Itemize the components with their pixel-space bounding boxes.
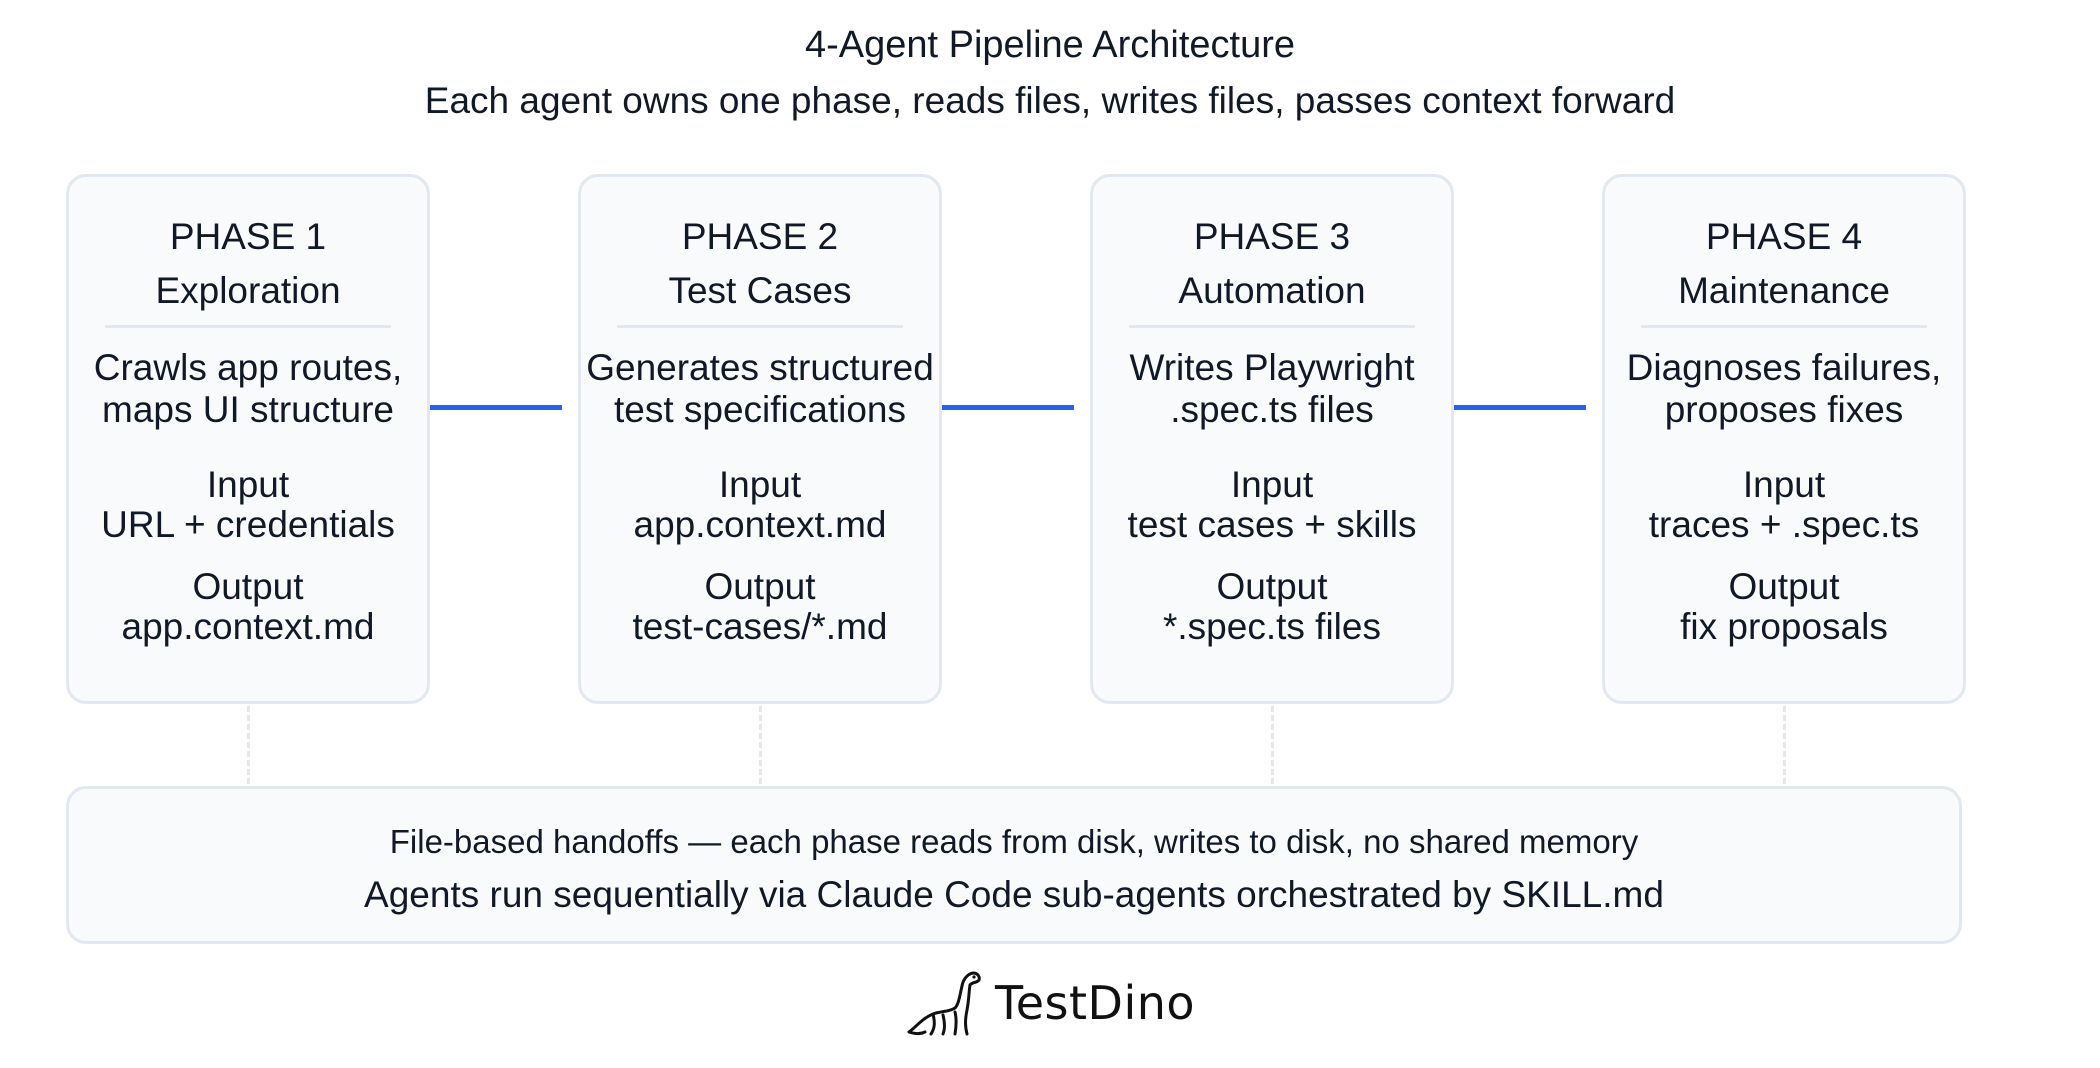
phase-label: PHASE 4	[1705, 216, 1863, 257]
phase-divider	[617, 325, 903, 328]
phase-name: Maintenance	[1678, 270, 1890, 311]
phase-description-line: Crawls app routes,	[93, 347, 403, 388]
input-value: traces + .spec.ts	[1648, 504, 1920, 545]
phase-card-1: PHASE 1 Exploration Crawls app routes, m…	[66, 174, 430, 704]
phase-description-line: Writes Playwright	[1129, 347, 1415, 388]
input-value: app.context.md	[633, 504, 887, 545]
output-value: test-cases/*.md	[632, 606, 888, 647]
phase-name: Test Cases	[668, 270, 852, 311]
phase-description: Writes Playwright .spec.ts files	[1093, 347, 1451, 431]
phase-description-line: maps UI structure	[102, 389, 394, 430]
phase-label: PHASE 1	[169, 216, 327, 257]
connector-phase1-phase2	[430, 405, 562, 410]
diagram-subtitle: Each agent owns one phase, reads files, …	[424, 80, 1676, 121]
input-label: Input	[1742, 464, 1826, 505]
dinosaur-icon	[905, 968, 981, 1038]
dashed-link-phase2	[759, 706, 762, 784]
output-value: app.context.md	[121, 606, 375, 647]
input-label: Input	[206, 464, 290, 505]
handoff-note-line1: File-based handoffs — each phase reads f…	[389, 823, 1639, 860]
output-label: Output	[704, 566, 816, 607]
phase-divider	[1129, 325, 1415, 328]
output-value: *.spec.ts files	[1163, 606, 1381, 647]
input-value: test cases + skills	[1127, 504, 1417, 545]
dashed-link-phase4	[1783, 706, 1786, 784]
phase-description: Crawls app routes, maps UI structure	[69, 347, 427, 431]
brand-name: TestDino	[994, 976, 1196, 1030]
handoff-note-line2: Agents run sequentially via Claude Code …	[364, 874, 1664, 915]
brand-lockup: TestDino	[0, 968, 2100, 1038]
phase-label: PHASE 2	[681, 216, 839, 257]
diagram-title: 4-Agent Pipeline Architecture	[804, 24, 1296, 66]
phase-card-3: PHASE 3 Automation Writes Playwright .sp…	[1090, 174, 1454, 704]
phase-description-line: .spec.ts files	[1170, 389, 1374, 430]
output-label: Output	[192, 566, 304, 607]
phase-card-2: PHASE 2 Test Cases Generates structured …	[578, 174, 942, 704]
input-value: URL + credentials	[101, 504, 395, 545]
input-label: Input	[1230, 464, 1314, 505]
dashed-link-phase1	[247, 706, 250, 784]
phase-label: PHASE 3	[1193, 216, 1351, 257]
phase-divider	[1641, 325, 1927, 328]
connector-phase2-phase3	[942, 405, 1074, 410]
phase-description-line: Diagnoses failures,	[1626, 347, 1942, 388]
phase-description: Diagnoses failures, proposes fixes	[1605, 347, 1963, 431]
phase-description: Generates structured test specifications	[581, 347, 939, 431]
phase-card-4: PHASE 4 Maintenance Diagnoses failures, …	[1602, 174, 1966, 704]
handoff-note-box: File-based handoffs — each phase reads f…	[66, 786, 1962, 944]
output-label: Output	[1728, 566, 1840, 607]
phase-description-line: Generates structured	[586, 347, 934, 388]
phase-description-line: test specifications	[613, 389, 907, 430]
output-value: fix proposals	[1680, 606, 1888, 647]
phase-divider	[105, 325, 391, 328]
output-label: Output	[1216, 566, 1328, 607]
connector-phase3-phase4	[1454, 405, 1586, 410]
phase-name: Exploration	[155, 270, 341, 311]
phase-description-line: proposes fixes	[1664, 389, 1904, 430]
phase-name: Automation	[1178, 270, 1366, 311]
input-label: Input	[718, 464, 802, 505]
dashed-link-phase3	[1271, 706, 1274, 784]
